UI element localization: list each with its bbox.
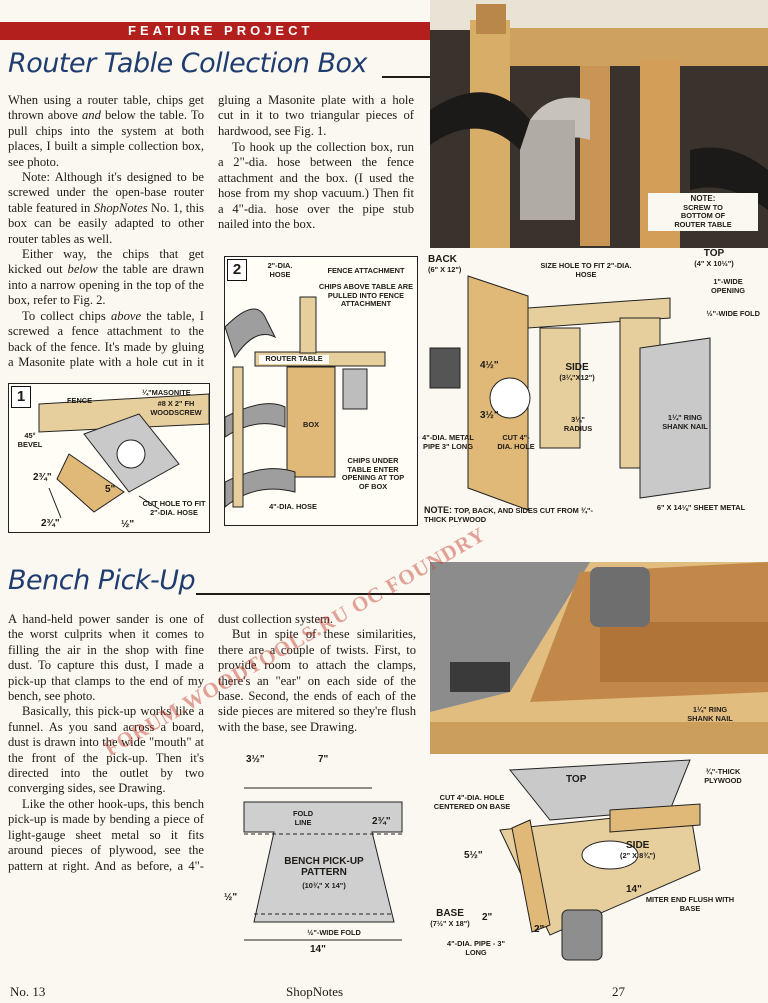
label-wide-fold: ½"-WIDE FOLD xyxy=(307,928,361,937)
banner-text: FEATURE PROJECT xyxy=(128,23,314,38)
label-fence-attachment: FENCE ATTACHMENT xyxy=(327,266,405,275)
paragraph: Like the other hook-ups, this bench pick… xyxy=(8,796,204,875)
dim-label: ½" xyxy=(224,892,238,903)
dim-label: 2" xyxy=(534,924,545,935)
label-box: BOX xyxy=(302,420,319,429)
label-router-table: ROUTER TABLE xyxy=(259,354,329,364)
paragraph-continued: dust collection system. xyxy=(218,612,334,626)
footer-page-number: 27 xyxy=(612,984,625,999)
label-size-hole: SIZE HOLE TO FIT 2"-DIA. HOSE xyxy=(540,261,632,279)
label-top: TOP xyxy=(703,248,725,259)
article-title-bench-pickup: Bench Pick-Up xyxy=(8,565,196,596)
pickup-exploded-drawing: 1¼" RING SHANK NAIL ¾"-THICK PLYWOOD TOP… xyxy=(420,700,768,970)
label-top-dim: (4" x 10½") xyxy=(694,259,734,268)
photo-bench-pickup xyxy=(430,562,768,754)
label-fold-line: FOLD LINE xyxy=(292,809,314,827)
label-4in-hose: 4"-DIA. HOSE xyxy=(269,502,317,511)
label-metal-pipe: 4"-DIA. METAL PIPE 3" LONG xyxy=(422,433,474,451)
paragraph: Either way, the chips that get kicked ou… xyxy=(8,247,204,308)
label-base-dim: (7½" x 18") xyxy=(430,919,470,928)
paragraph: But in spite of these similarities, ther… xyxy=(218,627,416,734)
dim-label: 4½" xyxy=(480,360,499,371)
photo-router-box-illustration xyxy=(430,0,768,248)
box-drawing-note: NOTE: TOP, BACK, AND SIDES CUT FROM ¾"-T… xyxy=(424,505,593,524)
footer-magazine: ShopNotes xyxy=(286,984,344,999)
dim-label: 5½" xyxy=(464,850,483,861)
figure-number: 1 xyxy=(11,386,31,408)
label-woodscrew: #8 x 2" Fh WOODSCREW xyxy=(150,399,202,417)
dim-label: 3½" xyxy=(246,754,265,765)
article1-column-1: When using a router table, chips get thr… xyxy=(8,93,204,371)
label-ring-nail: 1¼" RING SHANK NAIL xyxy=(687,705,733,723)
paragraph: A hand-held power sander is one of the w… xyxy=(8,612,204,704)
photo-bench-pickup-illustration xyxy=(430,562,768,754)
label-back-dim: (6" x 12") xyxy=(428,265,462,274)
article2-column-1: A hand-held power sander is one of the w… xyxy=(8,612,204,875)
pattern-illustration xyxy=(243,787,403,941)
paragraph: Basically, this pick-up works like a fun… xyxy=(8,704,204,796)
bench-pickup-pattern: 3½" 7" FOLD LINE 2¾" BENCH PICK-UP PATTE… xyxy=(222,752,418,962)
pattern-title: BENCH PICK-UP PATTERN xyxy=(284,856,364,878)
label-top: TOP xyxy=(566,774,587,785)
label-fold: ½"-WIDE FOLD xyxy=(706,309,760,318)
label-cut-hole: CUT 4"-DIA. HOLE xyxy=(497,433,535,451)
dim-label: 7" xyxy=(318,754,329,765)
photo-router-box: NOTE: SCREW TO BOTTOM OF ROUTER TABLE xyxy=(430,0,768,248)
dim-label: 2" xyxy=(482,912,493,923)
label-side: SIDE xyxy=(565,362,589,373)
label-plywood: ¾"-THICK PLYWOOD xyxy=(704,767,742,785)
figure-number: 2 xyxy=(227,259,247,281)
box-drawing-illustration xyxy=(429,275,711,511)
label-ring-nail: 1¼" RING SHANK NAIL xyxy=(662,413,708,431)
dim-label: 5" xyxy=(105,484,116,495)
dim-label: ½" xyxy=(121,519,135,530)
title-rule xyxy=(196,593,430,595)
label-2in-hose: 2"-DIA. HOSE xyxy=(267,261,293,279)
dim-label: 2¾" xyxy=(33,472,52,483)
photo-note: NOTE: SCREW TO BOTTOM OF ROUTER TABLE xyxy=(648,193,758,232)
label-bevel: 45° BEVEL xyxy=(17,431,43,449)
title-rule xyxy=(382,76,430,78)
pattern-dimensions: (10¾" x 14") xyxy=(302,881,346,890)
label-side-dim: (3¼"x12") xyxy=(559,373,595,382)
label-radius: 3¼" RADIUS xyxy=(563,415,593,433)
figure-2-box-installation: 2 2"-DIA. HOSE FENCE ATTACHMENT CHIPS AB… xyxy=(224,256,418,526)
dim-label: 2¾" xyxy=(41,518,60,529)
article1-column-2: gluing a Masonite plate with a hole cut … xyxy=(218,93,414,232)
paragraph-continued: gluing a Masonite plate with a hole cut … xyxy=(218,93,414,138)
dim-label: 14" xyxy=(310,944,326,955)
article2-column-2: dust collection system. But in spite of … xyxy=(218,612,416,735)
label-chips-above: CHIPS ABOVE TABLE ARE PULLED INTO FENCE … xyxy=(318,282,414,309)
label-back: BACK xyxy=(428,254,457,265)
dim-label: 2¾" xyxy=(372,816,391,827)
label-side: SIDE xyxy=(626,840,650,851)
label-sheet-metal: 6" x 14⅛" SHEET METAL xyxy=(656,503,746,512)
dim-label: 3½" xyxy=(480,410,499,421)
label-masonite: ¼"MASONITE xyxy=(142,388,191,397)
label-chips-under: CHIPS UNDER TABLE ENTER OPENING AT TOP O… xyxy=(341,456,405,491)
label-opening: 1"-WIDE OPENING xyxy=(710,277,746,295)
paragraph: To collect chips above the table, I scre… xyxy=(8,308,204,371)
label-pipe: 4"-DIA. PIPE - 3" LONG xyxy=(447,939,505,957)
article-title-router-box: Router Table Collection Box xyxy=(8,48,367,79)
figure-1-fence-attachment: 1 FENCE ¼"MASONITE #8 x 2" Fh WOODSCREW … xyxy=(8,383,210,533)
fig1-illustration xyxy=(38,393,209,519)
paragraph: Note: Although it's designed to be screw… xyxy=(8,170,204,246)
label-base: BASE xyxy=(436,908,464,919)
paragraph: To hook up the collection box, run a 2"-… xyxy=(218,140,414,232)
pickup-drawing-illustration xyxy=(499,759,701,961)
feature-banner: FEATURE PROJECT xyxy=(0,22,432,40)
label-cut-hole: CUT HOLE TO FIT 2"-DIA. HOSE xyxy=(142,499,206,517)
label-side-dim: (2" x 8¾") xyxy=(620,851,656,860)
label-fence: FENCE xyxy=(67,396,93,405)
dim-label: 14" xyxy=(626,884,642,895)
footer-issue: No. 13 xyxy=(10,984,46,999)
paragraph: When using a router table, chips get thr… xyxy=(8,93,205,169)
label-cut-hole: CUT 4"-DIA. HOLE CENTERED ON BASE xyxy=(433,793,511,811)
label-miter: MITER END FLUSH WITH BASE xyxy=(645,895,735,913)
box-exploded-drawing: BACK (6" x 12") SIZE HOLE TO FIT 2"-DIA.… xyxy=(420,248,768,530)
